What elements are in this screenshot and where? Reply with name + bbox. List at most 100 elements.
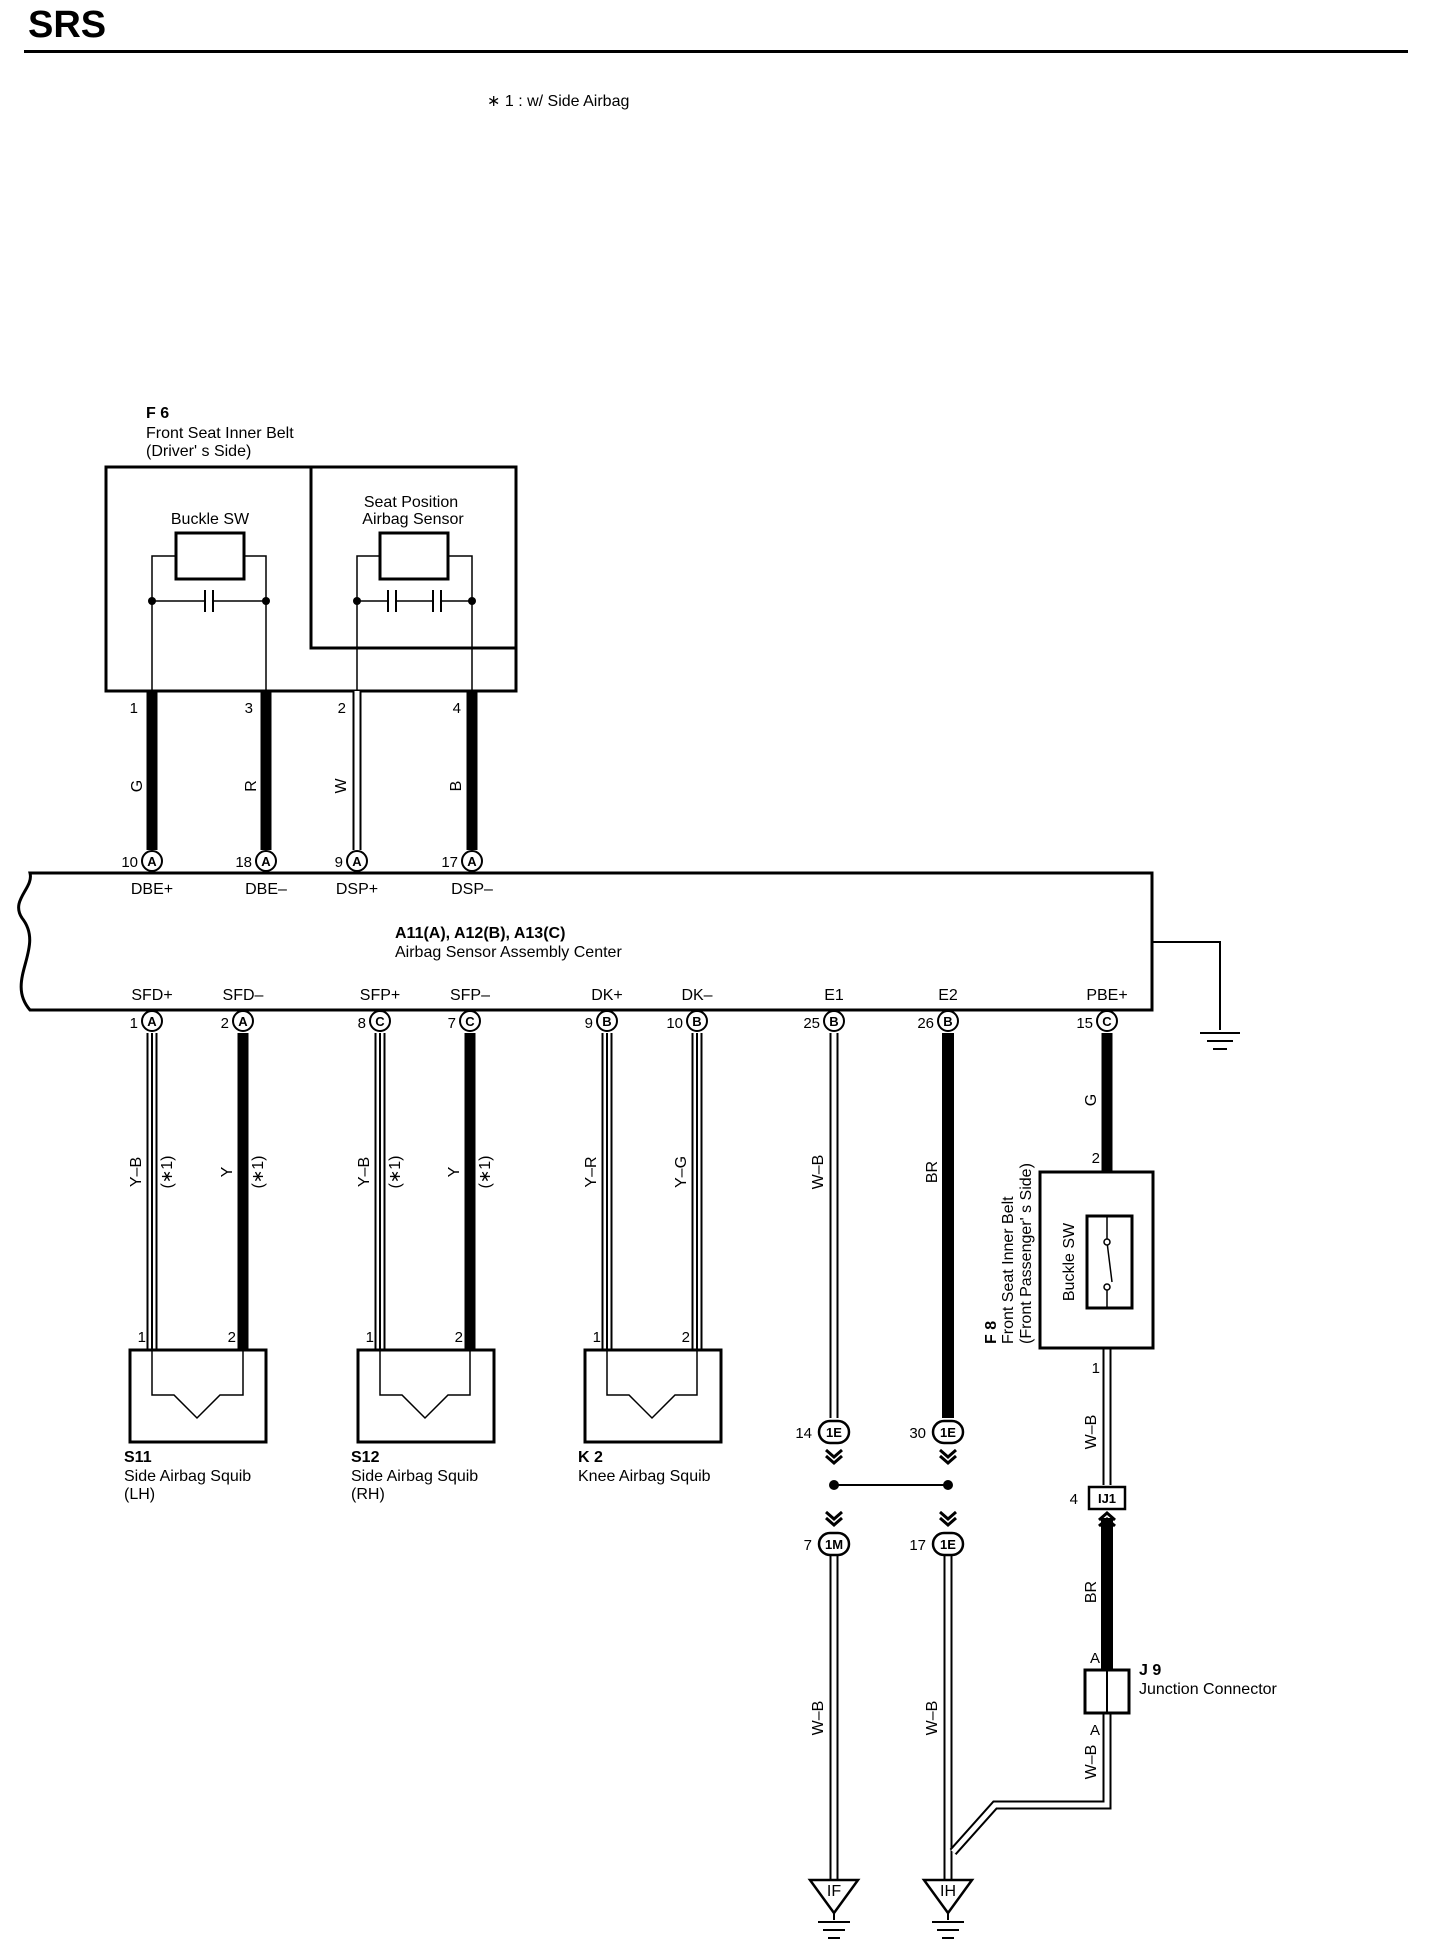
f6-front-seat-inner-belt: F 6 Front Seat Inner Belt (Driver' s Sid…: [104, 405, 518, 695]
ground-id: IF: [827, 1883, 841, 1900]
ground-id: IH: [940, 1883, 956, 1900]
ecu-pin: 8: [358, 1015, 366, 1032]
ecu-top-terminals: A 10 DBE+ A 18 DBE– A 9 DSP+ A 17 DSP–: [121, 850, 493, 898]
terminal-label: SFP–: [450, 987, 490, 1004]
ecu-pin: 10: [121, 854, 138, 871]
connector-pin: 7: [804, 1537, 812, 1554]
conn-letter: B: [829, 1014, 838, 1029]
terminal-label: SFD+: [131, 987, 172, 1004]
wire-color: G: [1083, 1094, 1100, 1106]
ecu-pin: 10: [666, 1015, 683, 1032]
f6-pin-3: 3: [245, 700, 253, 717]
connector-id: 1E: [826, 1425, 842, 1440]
connector-id: 1M: [825, 1537, 843, 1552]
conn-letter: A: [238, 1014, 248, 1029]
terminal-label: DBE+: [131, 881, 173, 898]
ecu-pin: 26: [917, 1015, 934, 1032]
conn-letter: A: [147, 1014, 157, 1029]
wire-color: W–B: [1083, 1415, 1100, 1450]
ecu-pin: 9: [585, 1015, 593, 1032]
connector-pin: 14: [795, 1425, 812, 1442]
squib-pin: 2: [682, 1329, 690, 1346]
title-rule: [24, 50, 1408, 53]
ecu-code: A11(A), A12(B), A13(C): [395, 925, 565, 942]
side-airbag-note: (∗1): [159, 1156, 176, 1189]
ecu-pin: 7: [448, 1015, 456, 1032]
conn-letter: B: [943, 1014, 952, 1029]
inline-connectors: 1E 14 1E 30 1M 7 1E 17 IJ1 4: [795, 1419, 1127, 1557]
squib-name: Side Airbag Squib: [124, 1468, 251, 1485]
connector-id: IJ1: [1098, 1491, 1116, 1506]
wire-color-r: R: [243, 780, 260, 792]
f6-buckle-sw-label: Buckle SW: [171, 511, 250, 528]
sensor-label-2: Airbag Sensor: [362, 511, 464, 528]
conn-letter: A: [147, 854, 157, 869]
f6-pin-4: 4: [453, 700, 461, 717]
ecu-pin: 15: [1076, 1015, 1093, 1032]
conn-letter: B: [692, 1014, 701, 1029]
switch-icon: [1106, 1241, 1113, 1283]
conn-letter: A: [467, 854, 477, 869]
squib-code: S11: [124, 1449, 152, 1466]
side-airbag-note: (∗1): [387, 1156, 404, 1189]
f8-switch-label: Buckle SW: [1061, 1222, 1078, 1301]
f8-front-seat-inner-belt: Buckle SW 2 1 F 8 Front Seat Inner Belt …: [983, 1150, 1155, 1377]
squib-icon: [151, 1350, 244, 1420]
conn-letter: A: [261, 854, 271, 869]
f8-code: F 8: [983, 1321, 1000, 1344]
connector-id: 1E: [940, 1537, 956, 1552]
squib-pin: 2: [228, 1329, 236, 1346]
squib-code: K 2: [578, 1449, 603, 1466]
conn-letter: A: [352, 854, 362, 869]
ecu-pin: 17: [441, 854, 458, 871]
wire-color: BR: [1083, 1581, 1100, 1603]
buckle-switch-element: [174, 531, 246, 581]
wire-color-b: B: [448, 781, 465, 792]
wire-color: BR: [924, 1161, 941, 1183]
f8-pin: 1: [1092, 1360, 1100, 1377]
wire-color: Y–G: [673, 1156, 690, 1188]
f6-pin-2: 2: [338, 700, 346, 717]
page-title: SRS: [28, 4, 107, 46]
f6-pin-1: 1: [130, 700, 138, 717]
squib-side: (RH): [351, 1486, 385, 1503]
conn-letter: C: [465, 1014, 475, 1029]
airbag-sensor-assembly: A11(A), A12(B), A13(C) Airbag Sensor Ass…: [17, 871, 1240, 1050]
terminal-label: SFD–: [223, 987, 264, 1004]
f8-name: Front Seat Inner Belt: [1000, 1196, 1017, 1344]
wire-color: W–B: [1083, 1745, 1100, 1780]
f6-code: F 6: [146, 405, 169, 422]
terminal-label: E2: [938, 987, 958, 1004]
squib-pin: 2: [455, 1329, 463, 1346]
lower-wires: [146, 1033, 1113, 1880]
ecu-bottom-terminals: A 1 A 2 C 8 C 7 B 9 B 10 B 25 B 26 C 15: [130, 1010, 1118, 1032]
ground-ih: IH: [921, 1878, 975, 1939]
wire-color: W–B: [924, 1701, 941, 1736]
j9-junction-connector: A A J 9 Junction Connector: [1083, 1650, 1278, 1739]
wire-color: Y: [219, 1166, 236, 1177]
f6-name-side: (Driver' s Side): [146, 443, 251, 460]
j9-pin: A: [1090, 1650, 1100, 1667]
wire-color: W–B: [810, 1701, 827, 1736]
wire-color-g: G: [129, 780, 146, 792]
connector-pin: 4: [1070, 1491, 1078, 1508]
terminal-label: DBE–: [245, 881, 287, 898]
wire-color: Y–B: [356, 1157, 373, 1187]
side-airbag-note: (∗1): [477, 1156, 494, 1189]
ecu-pin: 2: [221, 1015, 229, 1032]
squib-pin: 1: [593, 1329, 601, 1346]
wire-color: Y–R: [583, 1156, 600, 1187]
terminal-label: SFP+: [360, 987, 400, 1004]
terminal-label: DK+: [591, 987, 623, 1004]
squib-side: (LH): [124, 1486, 155, 1503]
squib-name: Side Airbag Squib: [351, 1468, 478, 1485]
terminal-label: E1: [824, 987, 844, 1004]
sensor-label-1: Seat Position: [364, 494, 458, 511]
connector-pin: 17: [909, 1537, 926, 1554]
squib-icon: [606, 1350, 698, 1420]
squib-s12: 1 2 S12 Side Airbag Squib (RH): [351, 1329, 496, 1503]
ground-point-icon: [807, 1878, 861, 1916]
ecu-pin: 1: [130, 1015, 138, 1032]
side-airbag-note: (∗1): [250, 1156, 267, 1189]
